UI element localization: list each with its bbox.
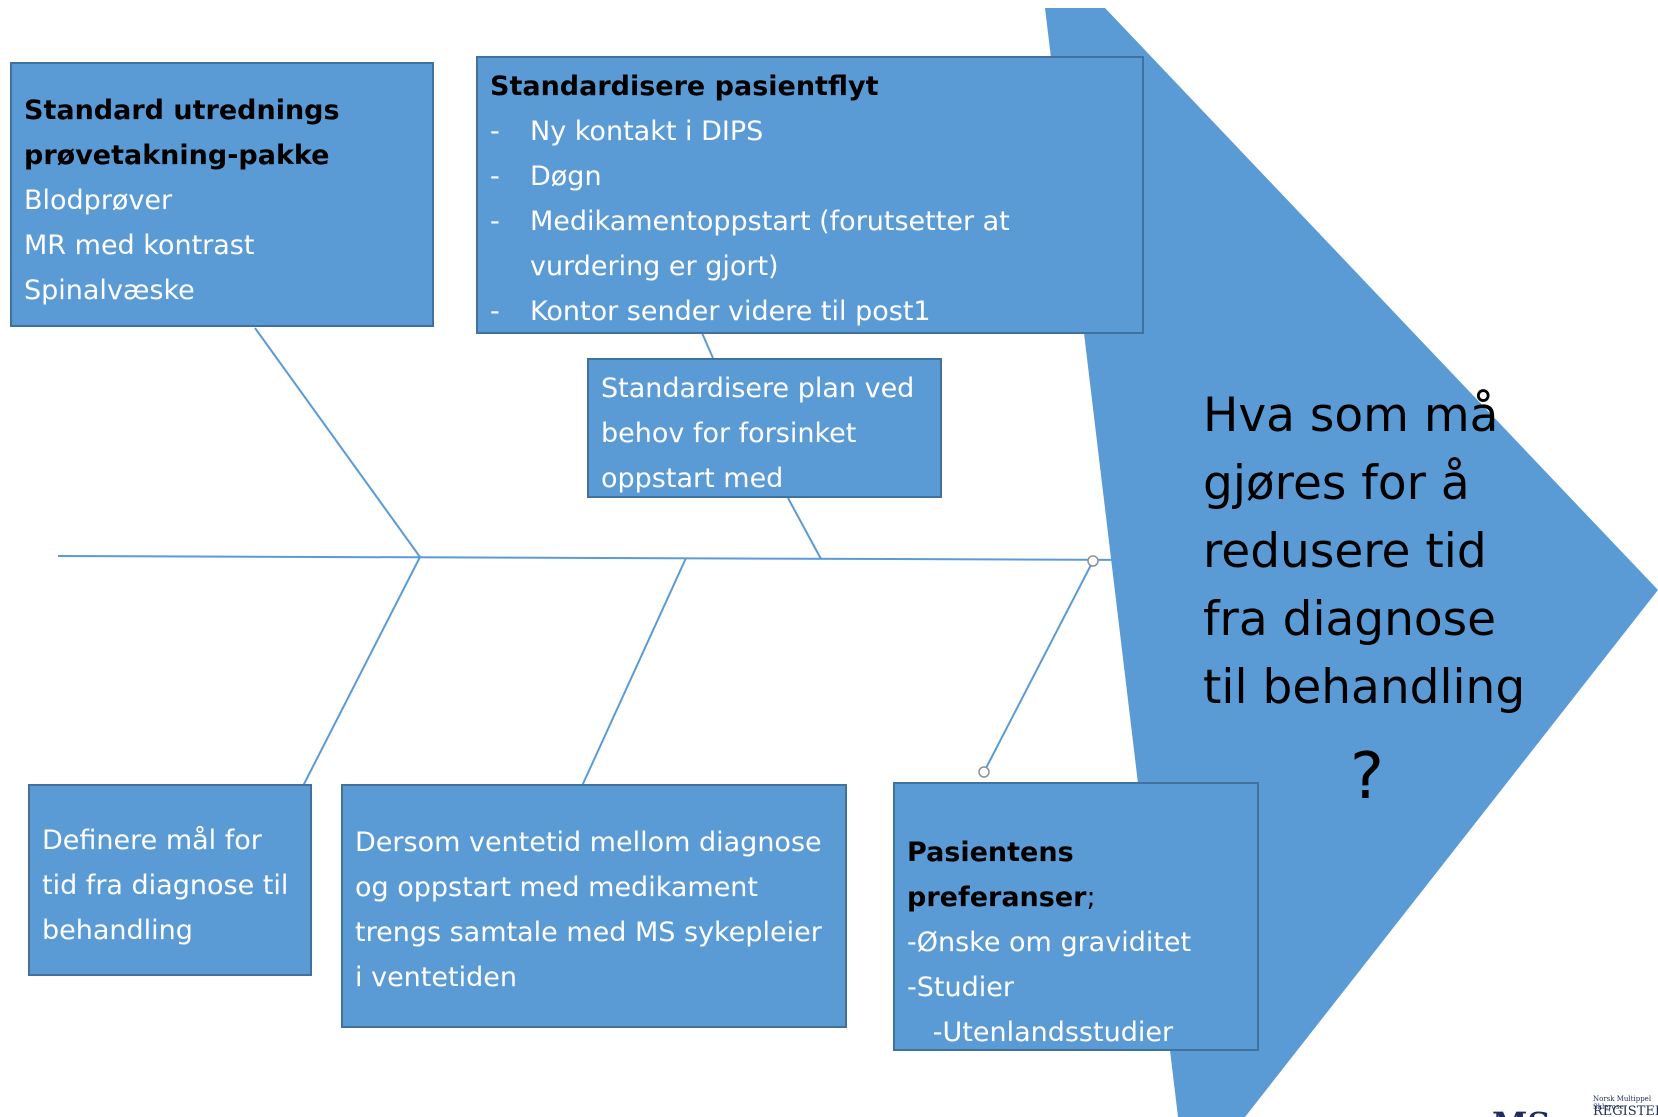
preference-item: -Utenlandsstudier: [907, 1017, 1174, 1048]
patient-preferences-title-suffix: ;: [1086, 882, 1096, 913]
patient-flow-item: Ny kontakt i DIPS: [490, 109, 1130, 154]
box-patient-preferences: Pasientens preferanser; -Ønske om gravid…: [893, 782, 1259, 1051]
patient-flow-item: Døgn: [490, 154, 1130, 199]
define-goal-text: Definere mål for tid fra diagnose til be…: [42, 825, 289, 946]
nurse-talk-text: Dersom ventetid mellom diagnose og oppst…: [355, 827, 822, 993]
patient-flow-list: Ny kontakt i DIPS Døgn Medikamentoppstar…: [490, 109, 1130, 332]
ms-registry-logo: MS Norsk Multippel Sklerose REGISTER: [1488, 1095, 1658, 1117]
logo-registry-text: REGISTER: [1593, 1104, 1658, 1117]
testing-item-blood: Blodprøver: [24, 185, 173, 216]
patient-preferences-title: Pasientens preferanser: [907, 837, 1087, 913]
patient-flow-item: Medikamentoppstart (forutsetter at vurde…: [490, 199, 1130, 289]
box-delayed-start-plan: Standardisere plan ved behov for forsink…: [587, 358, 942, 498]
testing-item-spinal: Spinalvæske: [24, 275, 195, 306]
bone-upper-middle: [787, 497, 822, 560]
delayed-start-plan-text: Standardisere plan ved behov for forsink…: [601, 373, 915, 494]
goal-question-mark: ?: [1350, 740, 1384, 814]
connector-dot-bottom: [978, 766, 990, 778]
bone-lower-left: [302, 556, 421, 787]
logo-letters: MS: [1492, 1105, 1551, 1117]
preference-item: -Ønske om graviditet: [907, 927, 1192, 958]
testing-item-mri: MR med kontrast: [24, 230, 255, 261]
bone-upper-left: [254, 327, 421, 558]
box-patient-flow: Standardisere pasientflyt Ny kontakt i D…: [476, 56, 1144, 334]
bone-lower-right: [983, 560, 1094, 773]
box-define-goal: Definere mål for tid fra diagnose til be…: [28, 784, 312, 976]
box-testing-package: Standard utrednings prøvetakning-pakke B…: [10, 62, 434, 327]
connector-dot-top: [1087, 555, 1099, 567]
bone-lower-middle: [581, 557, 687, 787]
box-testing-package-title: Standard utrednings prøvetakning-pakke: [24, 95, 340, 171]
preference-item: -Studier: [907, 972, 1014, 1003]
fishbone-spine: [57, 555, 1149, 561]
bone-upper-top: [701, 332, 714, 359]
box-patient-flow-title: Standardisere pasientflyt: [490, 71, 879, 102]
logo-small-text: Norsk Multippel Sklerose: [1593, 1095, 1652, 1111]
goal-statement: Hva som må gjøres for å redusere tid fra…: [1203, 388, 1526, 715]
box-nurse-talk: Dersom ventetid mellom diagnose og oppst…: [341, 784, 847, 1028]
patient-preferences-heading: Pasientens preferanser;: [907, 830, 1245, 920]
patient-flow-item: Kontor sender videre til post1: [490, 289, 1130, 332]
